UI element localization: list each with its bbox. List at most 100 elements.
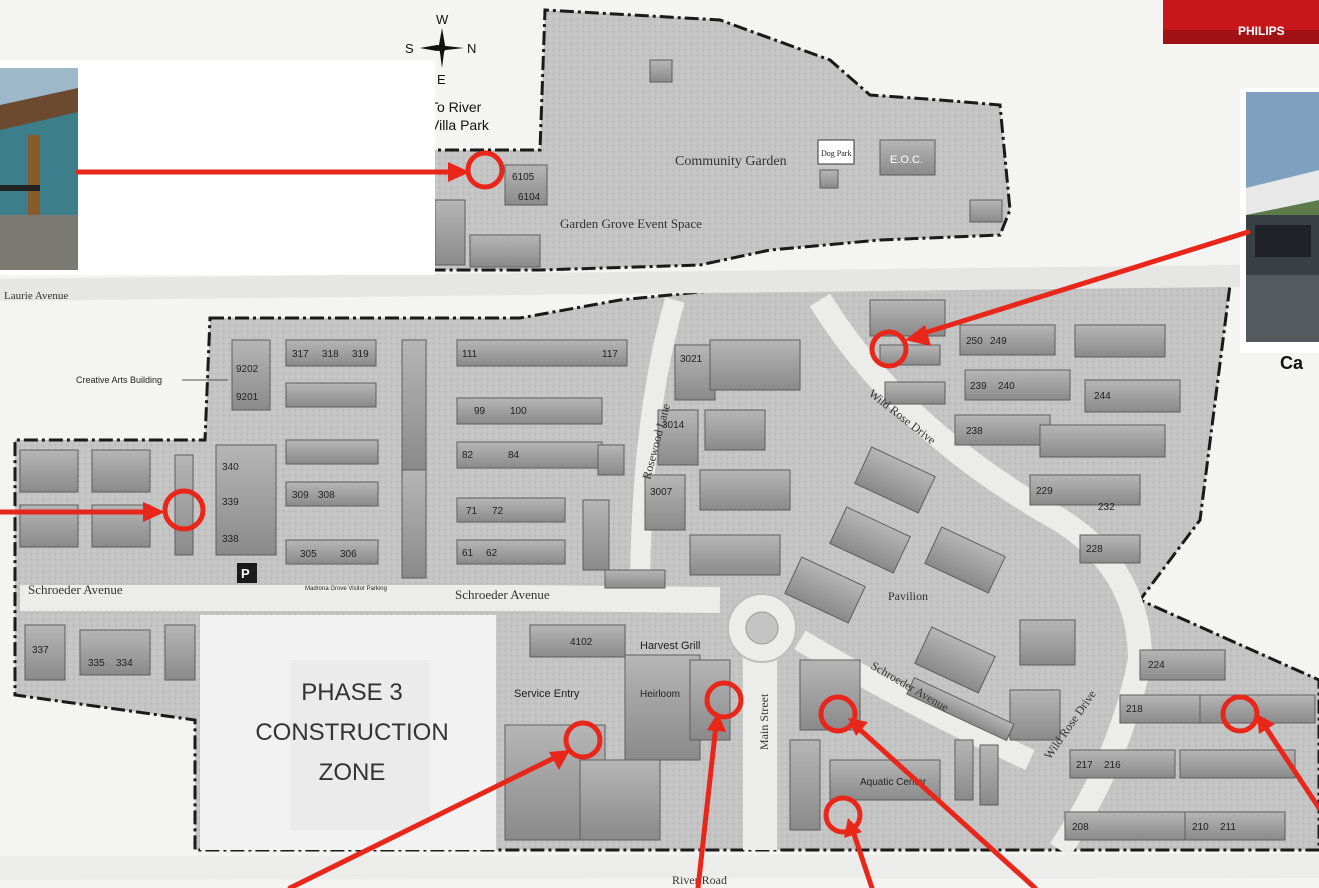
arrow-carport — [915, 229, 1251, 338]
parking-sign — [237, 563, 257, 583]
arrow-east-unit — [1261, 722, 1319, 811]
service-entry-label: Service Entry — [514, 688, 580, 700]
heirloom-label: Heirloom — [640, 689, 680, 700]
unit-111: 111 — [462, 349, 478, 360]
unit-9201: 9201 — [236, 392, 259, 403]
circle-house-unit — [465, 150, 505, 190]
dog-park-badge — [817, 139, 855, 165]
circle-room — [704, 680, 744, 720]
circle-east-unit — [1220, 694, 1260, 734]
schroeder-avenue-center-label: Schroeder Avenue — [455, 587, 550, 602]
to-river-villa-line1: To River — [430, 99, 482, 115]
unit-3021: 3021 — [680, 354, 703, 365]
unit-100: 100 — [510, 406, 527, 417]
compass-n: N — [467, 41, 476, 56]
unit-99: 99 — [474, 406, 486, 417]
unit-228: 228 — [1086, 544, 1103, 555]
unit-250: 250 — [966, 336, 983, 347]
unit-71: 71 — [466, 506, 478, 517]
pavilion-label: Pavilion — [888, 589, 928, 603]
unit-61: 61 — [462, 548, 474, 559]
unit-208: 208 — [1072, 822, 1089, 833]
construction-line-3: ZONE — [319, 759, 386, 786]
arrow-performing-arts — [853, 723, 1038, 888]
unit-6105: 6105 — [512, 172, 535, 183]
unit-319: 319 — [352, 349, 369, 360]
buildings — [19, 59, 1316, 841]
compass-rose: W S N E — [405, 12, 476, 87]
circle-performing-arts — [818, 694, 858, 734]
unit-117: 117 — [602, 349, 618, 360]
annotations — [0, 150, 1319, 888]
unit-216: 216 — [1104, 760, 1121, 771]
unit-306: 306 — [340, 549, 357, 560]
madrona-grove-parking-label: Madrona Grove Visitor Parking — [305, 586, 387, 592]
harvest-grill-label: Harvest Grill — [640, 640, 701, 652]
parking-icon: P — [241, 566, 250, 581]
unit-218: 218 — [1126, 704, 1143, 715]
unit-210: 210 — [1192, 822, 1209, 833]
unit-6104: 6104 — [518, 192, 541, 203]
to-river-villa-park-label: To River Villa Park — [430, 99, 490, 133]
dog-park-label: Dog Park — [821, 149, 851, 158]
unit-238: 238 — [966, 426, 983, 437]
unit-317: 317 — [292, 349, 309, 360]
unit-224: 224 — [1148, 660, 1165, 671]
unit-239: 239 — [970, 381, 987, 392]
unit-217: 217 — [1076, 760, 1093, 771]
unit-308: 308 — [318, 490, 335, 501]
unit-337: 337 — [32, 645, 49, 656]
compass-w: W — [436, 12, 449, 27]
construction-line-2: CONSTRUCTION — [255, 719, 448, 746]
unit-318: 318 — [322, 349, 339, 360]
circle-restroom — [823, 795, 863, 835]
compass-s: S — [405, 41, 414, 56]
creative-arts-building-label: Creative Arts Building — [76, 375, 162, 385]
unit-84: 84 — [508, 450, 520, 461]
river-road — [0, 854, 1319, 880]
photo-house — [0, 68, 78, 270]
schroeder-avenue-road — [20, 585, 721, 613]
unit-72: 72 — [492, 506, 504, 517]
arrow-room — [695, 722, 719, 888]
unit-229: 229 — [1036, 486, 1053, 497]
unit-340: 340 — [222, 462, 239, 473]
unit-338: 338 — [222, 534, 239, 545]
unit-244: 244 — [1094, 391, 1111, 402]
unit-9202: 9202 — [236, 364, 259, 375]
arrow-restroom — [849, 825, 875, 888]
unit-4102: 4102 — [570, 637, 593, 648]
unit-232: 232 — [1098, 502, 1115, 513]
schroeder-avenue-west-label: Schroeder Avenue — [28, 582, 123, 597]
circle-event-space — [563, 720, 603, 760]
laurie-avenue-road — [0, 264, 1319, 301]
north-parcel — [418, 8, 1012, 272]
eoc-label: E.O.C. — [890, 154, 923, 166]
photo-carport — [1246, 92, 1319, 342]
unit-249: 249 — [990, 336, 1007, 347]
circle-west — [162, 488, 206, 532]
unit-62: 62 — [486, 548, 498, 559]
laurie-avenue-label: Laurie Avenue — [4, 290, 68, 302]
photo-philips-device: PHILIPS — [1163, 0, 1319, 44]
philips-brand-label: PHILIPS — [1238, 24, 1285, 38]
garden-grove-label: Garden Grove Event Space — [560, 216, 702, 231]
unit-82: 82 — [462, 450, 474, 461]
compass-e: E — [437, 72, 446, 87]
unit-240: 240 — [998, 381, 1015, 392]
construction-line-1: PHASE 3 — [301, 679, 402, 706]
unit-339: 339 — [222, 497, 239, 508]
community-garden-label: Community Garden — [675, 154, 787, 169]
arrowhead-house — [448, 162, 470, 182]
unit-309: 309 — [292, 490, 309, 501]
rosewood-lane-road — [630, 297, 685, 601]
unit-305: 305 — [300, 549, 317, 560]
arrow-event-space — [287, 753, 561, 888]
carport-caption: Ca — [1280, 353, 1304, 373]
unit-3007: 3007 — [650, 487, 673, 498]
to-river-villa-line2: Villa Park — [430, 117, 490, 133]
unit-334: 334 — [116, 658, 133, 669]
main-street-label: Main Street — [757, 693, 771, 750]
aquatic-center-label: Aquatic Center — [860, 777, 927, 788]
